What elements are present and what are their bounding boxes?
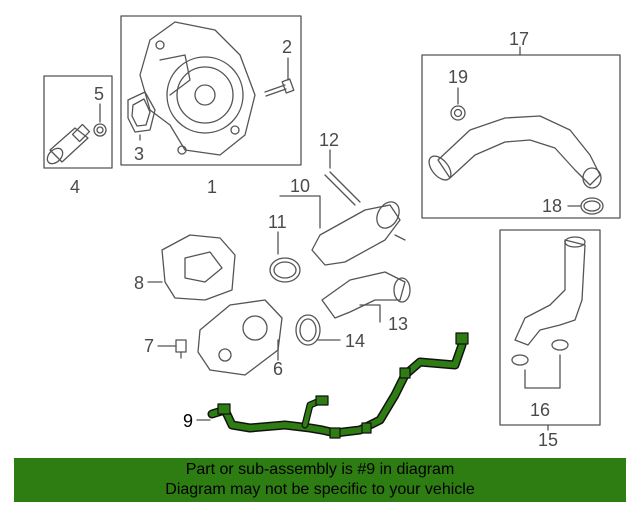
callout-6: 6: [273, 359, 283, 379]
group-box-17: [421, 54, 621, 219]
group-box-1: [120, 15, 302, 166]
housing-drawing-8: [161, 234, 236, 301]
callout-4: 4: [70, 177, 80, 197]
callout-19: 19: [448, 67, 468, 87]
banner-line-1: Part or sub-assembly is #9 in diagram: [185, 461, 455, 478]
group-box-4: [43, 75, 113, 169]
clamp-drawing-11: [269, 257, 301, 283]
callout-17: 17: [509, 29, 529, 49]
callout-8: 8: [134, 273, 144, 293]
pipe-drawing-15: [511, 236, 586, 366]
callout-12: 12: [319, 130, 339, 150]
water-pump-drawing: [139, 21, 256, 156]
callout-11: 11: [268, 212, 287, 232]
outlet-drawing-6: [197, 299, 283, 376]
bolt-drawing-7: [175, 339, 187, 359]
banner-line-2: Diagram may not be specific to your vehi…: [165, 481, 475, 498]
bolt-drawing-2: [264, 78, 295, 97]
leader-10: [279, 195, 321, 229]
callout-10: 10: [290, 176, 310, 196]
callout-13: 13: [388, 314, 408, 334]
callout-3: 3: [134, 144, 144, 164]
sensor-drawing-4: [46, 123, 107, 165]
callout-14: 14: [345, 331, 365, 351]
part-info-banner: Part or sub-assembly is #9 in diagram Di…: [14, 458, 626, 502]
clamp-drawing-14: [295, 314, 321, 346]
callout-15: 15: [538, 430, 558, 450]
callout-2: 2: [282, 37, 292, 57]
parts-diagram: 1 2 3 4 5 6 7 8 9 10 11 12 13 14 15 16 1…: [43, 15, 621, 450]
highlighted-hose-9[interactable]: [207, 332, 469, 439]
callout-5: 5: [94, 84, 104, 104]
leader-16: [524, 354, 561, 389]
callout-1: 1: [207, 177, 217, 197]
gasket-drawing-3: [127, 91, 156, 133]
callout-16: 16: [530, 400, 550, 420]
callout-7: 7: [144, 336, 154, 356]
callout-9: 9: [183, 411, 193, 431]
callout-18: 18: [542, 196, 562, 216]
leader-13: [359, 304, 381, 323]
hose-drawing-13: [321, 271, 411, 319]
hose-drawing-12: [324, 171, 361, 206]
thermostat-housing-drawing-10: [311, 201, 406, 266]
pipe-drawing-17: [428, 105, 604, 215]
group-box-15: [499, 229, 601, 426]
